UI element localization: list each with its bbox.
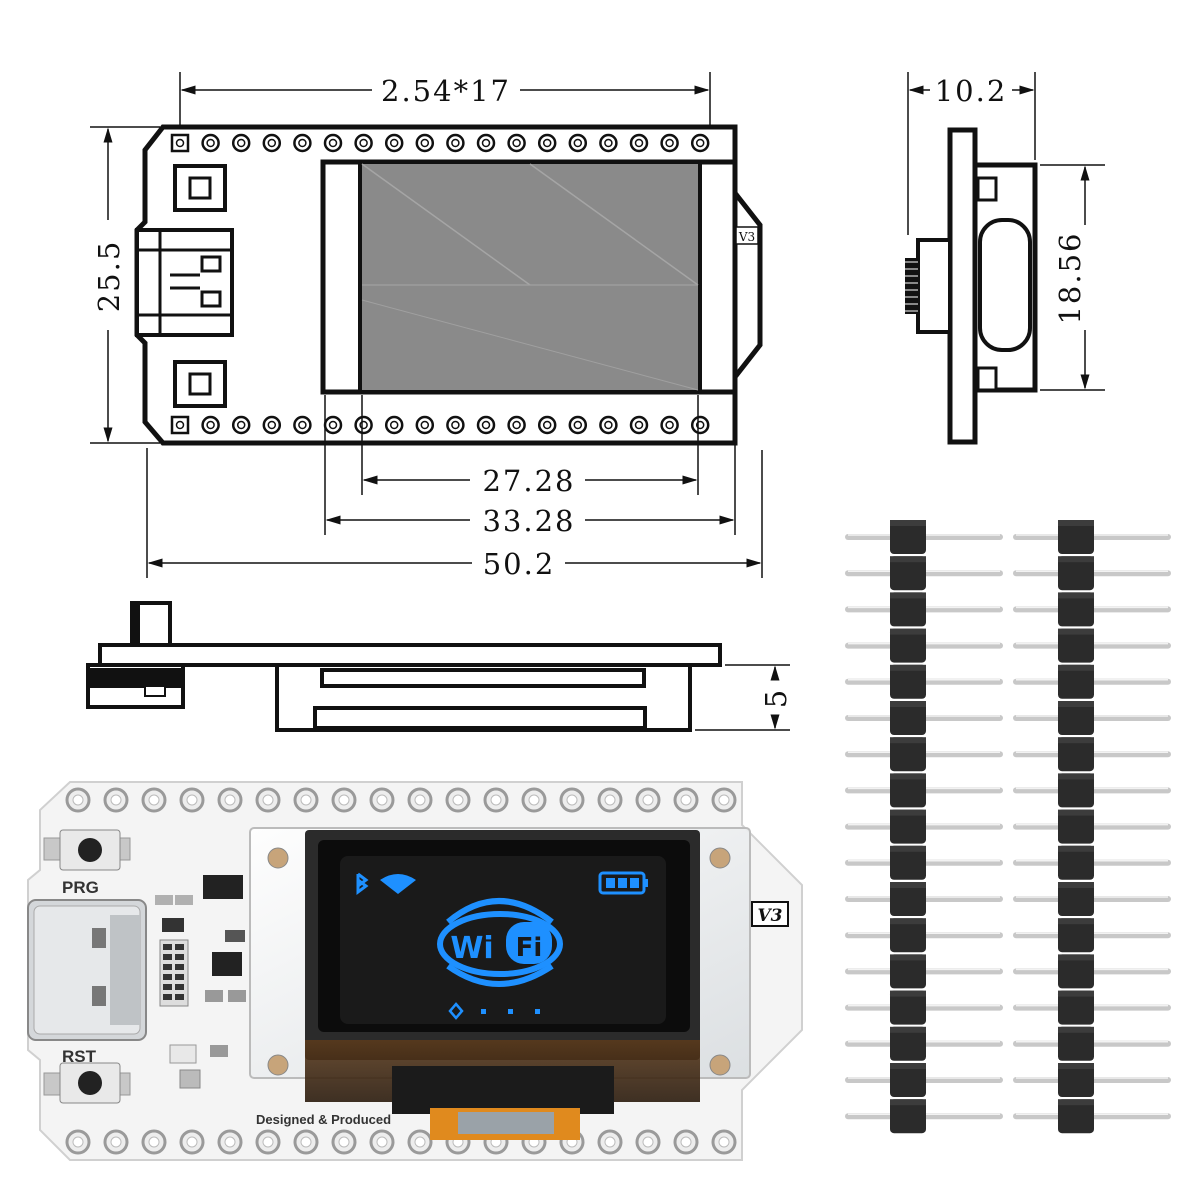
- header-block: [890, 1026, 926, 1061]
- dim-profile-height: 5: [759, 688, 793, 708]
- header-block: [1058, 845, 1094, 880]
- usb-c-port: [27, 899, 147, 1041]
- designed-label: Designed & Produced: [256, 1112, 391, 1127]
- header-block: [1058, 882, 1094, 916]
- header-block: [890, 773, 926, 808]
- header-block: [890, 990, 926, 1025]
- dim-side-thickness: 10.2: [935, 74, 1008, 108]
- bottom-pin-row: [170, 415, 710, 435]
- header-block: [1058, 918, 1094, 953]
- usb-c-outline: [135, 228, 234, 337]
- top-view-dimensions: 2.54*17 25.5 27.28 33.28 50.2: [90, 72, 763, 581]
- dim-pin-pitch: 2.54*17: [381, 74, 511, 108]
- header-block: [890, 882, 926, 916]
- header-block: [890, 556, 926, 591]
- dim-board-length: 50.2: [483, 547, 556, 581]
- header-block: [1058, 954, 1094, 989]
- header-block: [890, 701, 926, 735]
- header-block: [890, 520, 926, 554]
- header-block: [890, 737, 926, 772]
- battery-icon: [598, 871, 648, 895]
- header-block: [1058, 520, 1094, 554]
- wifi-logo-icon: Wi Fi: [437, 898, 563, 987]
- rst-label: RST: [62, 1047, 97, 1066]
- header-block: [1058, 556, 1094, 591]
- header-block: [1058, 990, 1094, 1025]
- header-block: [890, 918, 926, 953]
- wifi-signal-icon: [380, 874, 416, 894]
- header-block: [1058, 628, 1094, 663]
- header-block: [1058, 592, 1094, 627]
- header-block: [1058, 1026, 1094, 1061]
- prg-label: PRG: [62, 878, 99, 897]
- header-block: [890, 592, 926, 627]
- prg-button: [43, 829, 131, 871]
- version-tag-photo: V3: [757, 906, 782, 926]
- oled-display-outline: [320, 159, 738, 395]
- header-block: [890, 1063, 926, 1097]
- header-block: [1058, 1063, 1094, 1097]
- smd-components: [155, 875, 246, 1089]
- wifi-logo-wi: Wi: [450, 931, 493, 966]
- oled-screen: [362, 164, 698, 390]
- header-block: [890, 664, 926, 699]
- header-block: [890, 1099, 926, 1134]
- board-photo: PRG RST: [27, 781, 803, 1161]
- header-block: [1058, 701, 1094, 735]
- header-block: [890, 954, 926, 989]
- header-block: [890, 809, 926, 844]
- profile-view-dimensions: 5: [695, 664, 793, 731]
- profile-view-drawing: [86, 601, 722, 732]
- header-block: [1058, 773, 1094, 808]
- rst-button: [43, 1062, 131, 1104]
- page-indicator: [448, 1002, 540, 1020]
- side-view-drawing: [905, 127, 1038, 445]
- version-tag: V3: [738, 230, 755, 244]
- top-pin-row: [170, 133, 710, 153]
- wifi-logo-fi: Fi: [516, 933, 543, 963]
- header-block: [1058, 1099, 1094, 1134]
- header-block: [1058, 809, 1094, 844]
- header-block: [1058, 664, 1094, 699]
- dim-side-height: 18.56: [1053, 231, 1087, 324]
- dim-board-width: 25.5: [92, 240, 126, 313]
- oled-active-area: [340, 856, 666, 1024]
- top-view-drawing: V3: [134, 124, 763, 446]
- dim-display-outer: 33.28: [482, 504, 575, 538]
- pin-headers: [845, 520, 1171, 1134]
- header-block: [890, 845, 926, 880]
- dim-display-inner: 27.28: [482, 464, 575, 498]
- header-block: [1058, 737, 1094, 772]
- side-view-dimensions: 10.2 18.56: [907, 72, 1105, 391]
- header-block: [890, 628, 926, 663]
- bluetooth-icon: [356, 872, 369, 895]
